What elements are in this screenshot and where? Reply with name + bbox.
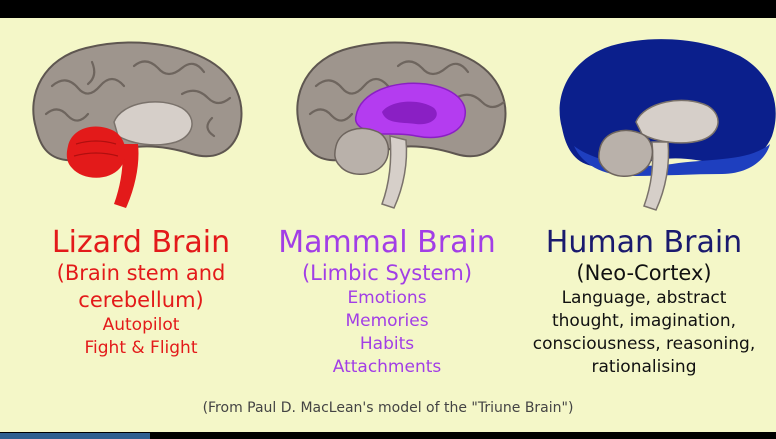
human-brain-item: Language, abstract [512,287,776,310]
bottom-accent-bar [0,433,150,439]
mammal-brain-item: Habits [262,333,512,356]
human-brain-illustration [552,36,776,216]
human-brain-item: thought, imagination, [512,310,776,333]
lizard-brain-item: Autopilot [8,314,274,337]
cerebellum [599,130,653,176]
mammal-brain-item: Attachments [262,356,512,379]
mammal-brain-item: Memories [262,310,512,333]
human-brain-item: consciousness, reasoning, [512,333,776,356]
human-brain-item: rationalising [512,356,776,379]
lizard-brain-subtitle-line2: cerebellum) [8,287,274,314]
mammal-brain-column: Mammal Brain (Limbic System) Emotions Me… [262,226,512,379]
mammal-brain-illustration [286,36,514,216]
cerebellum [67,127,126,178]
cerebellum [335,128,389,174]
human-brain-subtitle: (Neo-Cortex) [512,260,776,287]
mammal-brain-subtitle: (Limbic System) [262,260,512,287]
source-note: (From Paul D. MacLean's model of the "Tr… [0,400,776,416]
lizard-brain-item: Fight & Flight [8,337,274,360]
lizard-brain-subtitle-line1: (Brain stem and [8,260,274,287]
mammal-brain-title: Mammal Brain [262,226,512,260]
lizard-brain-column: Lizard Brain (Brain stem and cerebellum)… [8,226,274,360]
lizard-brain-title: Lizard Brain [8,226,274,260]
human-brain-column: Human Brain (Neo-Cortex) Language, abstr… [512,226,776,379]
human-brain-title: Human Brain [512,226,776,260]
lizard-brain-illustration [22,36,250,216]
mammal-brain-item: Emotions [262,287,512,310]
